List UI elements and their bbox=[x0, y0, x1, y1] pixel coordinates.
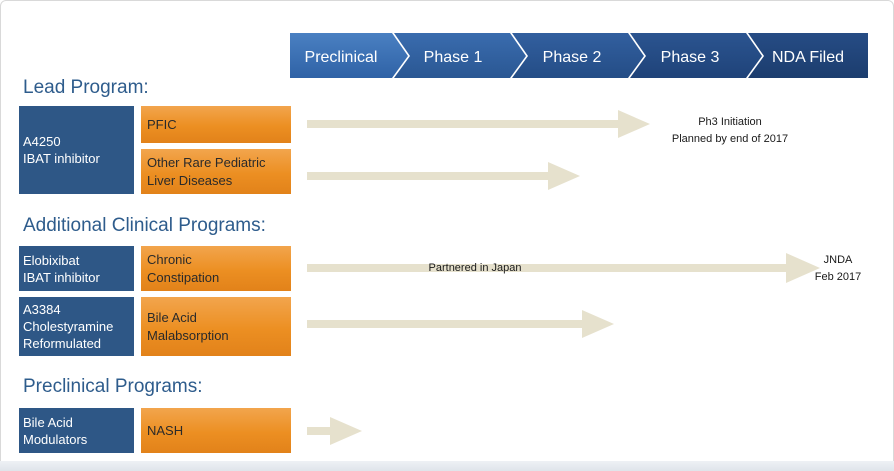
program-box-a3384: A3384 Cholestyramine Reformulated bbox=[19, 297, 134, 356]
annotation-jnda-line2: Feb 2017 bbox=[814, 271, 862, 283]
progress-arrow-other-rare bbox=[307, 162, 580, 190]
slide-footer-bar bbox=[0, 461, 894, 471]
program-box-elobixibat: Elobixibat IBAT inhibitor bbox=[19, 246, 134, 291]
annotation-pfic-line2: Planned by end of 2017 bbox=[671, 133, 789, 145]
program-box-bile-acid-modulators: Bile Acid Modulators bbox=[19, 408, 134, 453]
indication-label-line1: Other Rare Pediatric bbox=[147, 154, 266, 170]
annotation-partnered-japan: Partnered in Japan bbox=[428, 262, 522, 274]
section-title-lead: Lead Program: bbox=[23, 77, 149, 98]
indication-label-line1: Chronic bbox=[147, 251, 192, 267]
indication-box-nash: NASH bbox=[141, 408, 291, 453]
progress-arrow-nash bbox=[307, 417, 362, 445]
program-name-line1: Bile Acid bbox=[23, 414, 73, 430]
annotation-pfic-line1: Ph3 Initiation bbox=[698, 116, 762, 128]
program-detail-line1: Cholestyramine bbox=[23, 319, 114, 334]
program-name: A3384 bbox=[23, 302, 61, 317]
phase-label-phase1: Phase 1 bbox=[424, 49, 483, 66]
phase-chevron-nda bbox=[748, 33, 868, 78]
phase-label-phase2: Phase 2 bbox=[543, 49, 602, 66]
phase-header: Preclinical Phase 1 Phase 2 Phase 3 NDA … bbox=[290, 33, 868, 78]
indication-box-other-rare: Other Rare Pediatric Liver Diseases bbox=[141, 149, 291, 194]
phase-chevron-phase2 bbox=[512, 33, 644, 78]
indication-label-line2: Liver Diseases bbox=[147, 172, 233, 188]
program-name-line2: Modulators bbox=[23, 431, 88, 447]
indication-label-line1: Bile Acid bbox=[147, 309, 197, 325]
program-name: A4250 bbox=[23, 134, 61, 149]
indication-box-bile-acid-malabsorption: Bile Acid Malabsorption bbox=[141, 297, 291, 356]
phase-chevron-preclinical bbox=[290, 33, 408, 78]
progress-arrow-pfic bbox=[307, 110, 650, 138]
program-mechanism: IBAT inhibitor bbox=[23, 151, 100, 166]
phase-label-preclinical: Preclinical bbox=[305, 49, 378, 66]
indication-label: PFIC bbox=[147, 116, 177, 132]
program-mechanism: IBAT inhibitor bbox=[23, 269, 100, 285]
program-detail-line2: Reformulated bbox=[23, 336, 102, 351]
program-name: Elobixibat bbox=[23, 252, 80, 268]
progress-arrow-chronic-constipation bbox=[307, 253, 820, 283]
indication-box-chronic-constipation: Chronic Constipation bbox=[141, 246, 291, 291]
phase-label-nda: NDA Filed bbox=[772, 49, 844, 66]
annotation-jnda: JNDA Feb 2017 bbox=[800, 252, 876, 286]
progress-arrow-bile-acid-malabsorption bbox=[307, 310, 614, 338]
annotation-pfic: Ph3 Initiation Planned by end of 2017 bbox=[650, 114, 810, 148]
annotation-jnda-line1: JNDA bbox=[823, 254, 853, 266]
indication-box-pfic: PFIC bbox=[141, 106, 291, 143]
program-box-a4250: A4250 IBAT inhibitor bbox=[19, 106, 134, 194]
indication-label: NASH bbox=[147, 422, 184, 438]
section-title-additional: Additional Clinical Programs: bbox=[23, 215, 266, 236]
phase-chevron-phase3 bbox=[630, 33, 762, 78]
section-title-preclinical: Preclinical Programs: bbox=[23, 376, 203, 397]
phase-chevron-phase1 bbox=[394, 33, 526, 78]
phase-label-phase3: Phase 3 bbox=[661, 49, 720, 66]
indication-label-line2: Constipation bbox=[147, 269, 220, 285]
indication-label-line2: Malabsorption bbox=[147, 327, 229, 343]
